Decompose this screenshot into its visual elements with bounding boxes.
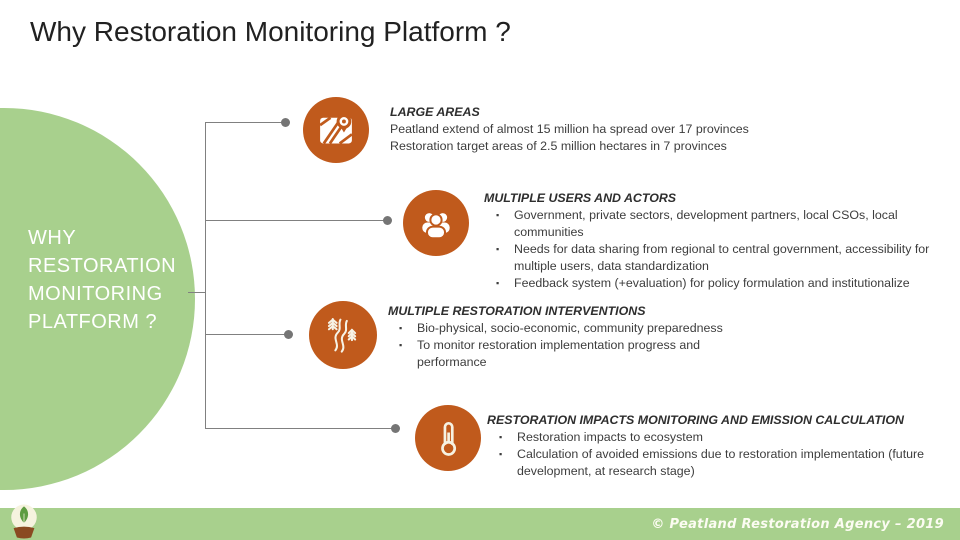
- bullet-text: Needs for data sharing from regional to …: [514, 242, 930, 273]
- connector-dot-2: [383, 216, 392, 225]
- section-title: LARGE AREAS: [390, 105, 480, 119]
- bubble-line: PLATFORM ?: [28, 311, 158, 333]
- connector-branch-3: [205, 334, 285, 335]
- winding-road-icon: [309, 301, 377, 369]
- section-title: RESTORATION IMPACTS MONITORING AND EMISS…: [487, 413, 904, 427]
- bullet-marker: ▪: [399, 340, 403, 350]
- section-multiple-users: MULTIPLE USERS AND ACTORS ▪ Government, …: [484, 190, 960, 292]
- bullet-item: ▪ Bio-physical, socio-economic, communit…: [388, 320, 760, 337]
- bullet-item: ▪ Government, private sectors, developme…: [484, 207, 960, 241]
- bullet-item: ▪ Feedback system (+evaluation) for poli…: [484, 275, 960, 292]
- bullet-text: Government, private sectors, development…: [514, 208, 898, 239]
- bullet-marker: ▪: [496, 244, 500, 254]
- connector-branch-1: [205, 122, 283, 123]
- section-large-areas: LARGE AREAS Peatland extend of almost 15…: [390, 104, 950, 155]
- thermometer-icon: [415, 405, 481, 471]
- why-bubble-text: WHY RESTORATION MONITORING PLATFORM ?: [28, 224, 176, 336]
- section-multiple-interventions: MULTIPLE RESTORATION INTERVENTIONS ▪ Bio…: [388, 303, 760, 371]
- section-restoration-impacts: RESTORATION IMPACTS MONITORING AND EMISS…: [487, 412, 939, 480]
- bullet-item: ▪ Restoration impacts to ecosystem: [487, 429, 939, 446]
- thermometer-icon-glyph: [441, 422, 457, 456]
- connector-dot-4: [391, 424, 400, 433]
- bubble-line: RESTORATION: [28, 255, 177, 277]
- connector-dot-1: [281, 118, 290, 127]
- bullet-text: Restoration impacts to ecosystem: [517, 430, 703, 444]
- connector-stub: [188, 292, 205, 293]
- section-title: MULTIPLE RESTORATION INTERVENTIONS: [388, 304, 646, 318]
- connector-dot-3: [284, 330, 293, 339]
- page-title: Why Restoration Monitoring Platform ?: [30, 16, 511, 47]
- section-line: Peatland extend of almost 15 million ha …: [390, 122, 749, 136]
- bullet-text: To monitor restoration implementation pr…: [417, 338, 701, 369]
- users-group-icon: [403, 190, 469, 256]
- bullet-marker: ▪: [499, 449, 503, 459]
- connector-branch-4: [205, 428, 392, 429]
- bullet-marker: ▪: [496, 278, 500, 288]
- winding-road-icon-glyph: [327, 318, 357, 353]
- bullet-item: ▪ Calculation of avoided emissions due t…: [487, 446, 939, 480]
- bullet-text: Feedback system (+evaluation) for policy…: [514, 276, 910, 290]
- bullet-item: ▪ Needs for data sharing from regional t…: [484, 241, 960, 275]
- peatland-agency-logo-glyph: [11, 504, 37, 539]
- copyright-text: © Peatland Restoration Agency – 2019: [651, 516, 944, 532]
- bullet-marker: ▪: [499, 432, 503, 442]
- connector-trunk: [205, 122, 206, 429]
- bullet-marker: ▪: [496, 210, 500, 220]
- footer-bar: © Peatland Restoration Agency – 2019: [0, 508, 960, 540]
- peatland-agency-logo: [7, 503, 41, 540]
- bullet-text: Bio-physical, socio-economic, community …: [417, 321, 723, 335]
- map-icon-glyph: [319, 114, 353, 145]
- bubble-line: WHY: [28, 227, 77, 249]
- bubble-line: MONITORING: [28, 283, 163, 305]
- users-group-icon-glyph: [422, 213, 450, 240]
- section-title: MULTIPLE USERS AND ACTORS: [484, 191, 677, 205]
- map-icon: [303, 97, 369, 163]
- connector-branch-2: [205, 220, 384, 221]
- bullet-item: ▪ To monitor restoration implementation …: [388, 337, 760, 371]
- bullet-marker: ▪: [399, 323, 403, 333]
- bullet-text: Calculation of avoided emissions due to …: [517, 447, 925, 478]
- section-line: Restoration target areas of 2.5 million …: [390, 139, 727, 153]
